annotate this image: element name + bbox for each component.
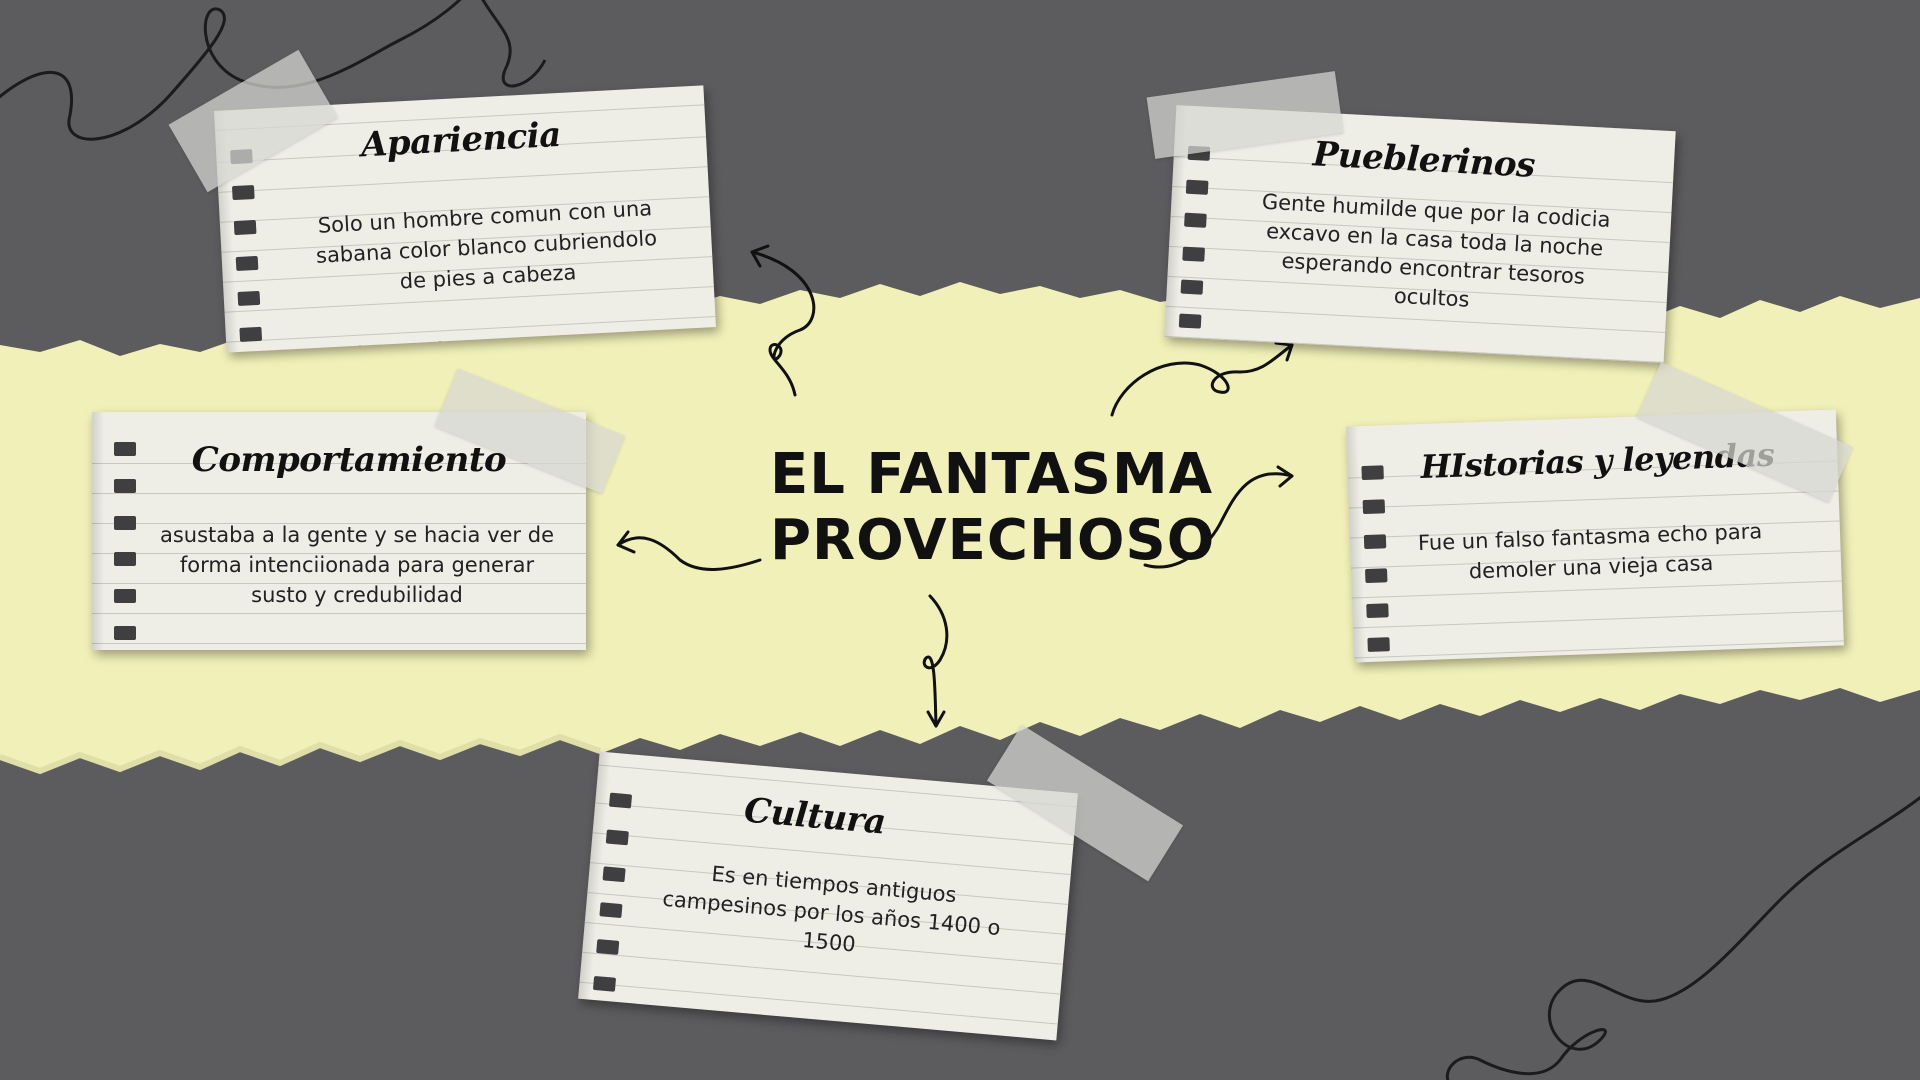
central-topic: EL FANTASMA PROVECHOSO [770,442,1216,574]
card-body-comportamiento: asustaba a la gente y se hacia ver de fo… [134,520,580,610]
arrow-to-cultura-head [926,710,946,728]
card-cultura: Cultura Es en tiempos antiguos campesino… [578,751,1078,1041]
arrow-to-apariencia [750,250,816,397]
card-body-line: asustaba a la gente y se hacia ver de [160,523,554,547]
card-body-pueblerinos: Gente humilde que por la codicia excavo … [1216,186,1651,324]
card-body-apariencia: Solo un hombre comun con una sabana colo… [279,191,693,302]
card-body-historias: Fue un falso fantasma echo para demoler … [1380,515,1802,590]
arrow-to-historias [1143,472,1294,569]
arrow-to-cultura [922,594,949,728]
card-punch-holes [114,442,140,640]
scribble-top-left [0,0,462,141]
central-topic-line-1: EL FANTASMA [770,442,1214,507]
arrow-to-pueblerinos-head [1274,341,1294,362]
card-body-line: forma intenciionada para generar [179,553,535,577]
card-title-comportamiento: Comportamiento [191,440,507,480]
card-edge [92,412,104,650]
arrow-to-historias-head [1276,465,1294,488]
card-comportamiento: Comportamiento asustaba a la gente y se … [92,412,586,650]
central-topic-line-2: PROVECHOSO [770,508,1216,573]
scribble-bottom-right [1445,795,1920,1080]
arrows [616,244,1294,728]
arrow-to-apariencia-head [750,244,770,268]
scribble-top-left-2 [481,0,547,88]
arrow-to-comportamiento [616,536,762,571]
arrow-to-comportamiento-head [616,530,636,554]
arrow-to-pueblerinos [1110,343,1294,417]
card-body-cultura: Es en tiempos antiguos campesinos por lo… [623,853,1039,975]
card-body-line: susto y credubilidad [251,583,463,607]
torn-paper-shadow [0,733,601,775]
